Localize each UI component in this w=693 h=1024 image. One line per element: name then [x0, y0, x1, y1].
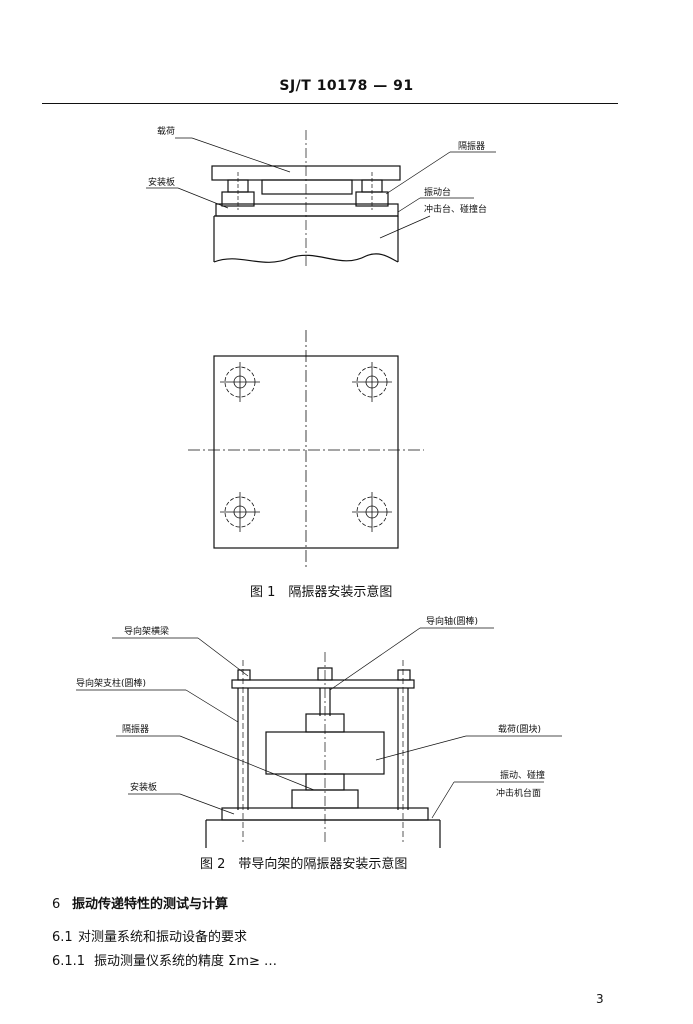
- fig2-label-load: 载荷(圆块): [498, 723, 541, 735]
- fig2-label-isolator: 隔振器: [122, 723, 149, 735]
- section-6-1: 6.1 对测量系统和振动设备的要求: [52, 926, 247, 945]
- figure1-caption: 图 1 隔振器安装示意图: [250, 584, 392, 600]
- page-number: 3: [596, 992, 604, 1006]
- fig1-label-mounting-plate: 安装板: [148, 176, 175, 188]
- fig1-label-load: 载荷: [157, 125, 175, 137]
- section-6-1-1: 6.1.1 振动测量仪系统的精度 Σm≥ …: [52, 950, 277, 969]
- section-6-heading: 6 振动传递特性的测试与计算: [52, 893, 228, 912]
- section-6-number: 6: [52, 897, 61, 912]
- fig2-label-guide-shaft: 导向轴(圆棒): [426, 615, 478, 627]
- header-rule: [42, 103, 618, 104]
- fig2-label-mounting-plate: 安装板: [130, 781, 157, 793]
- fig1-label-vibration-table: 振动台: [424, 186, 451, 198]
- standard-number-header: SJ/T 10178 — 91: [279, 78, 414, 94]
- fig1-hole-bottom-left: [220, 492, 260, 532]
- section-6-1-number: 6.1: [52, 930, 73, 945]
- fig2-label-table-line2: 冲击机台面: [496, 787, 541, 799]
- fig1-hole-top-right: [352, 362, 392, 402]
- fig1-label-isolator: 隔振器: [458, 140, 485, 152]
- fig2-label-table-line1: 振动、碰撞: [500, 769, 545, 781]
- section-6-1-1-number: 6.1.1: [52, 954, 86, 969]
- fig1-hole-top-left: [220, 362, 260, 402]
- fig2-label-guide-beam: 导向架横梁: [124, 625, 169, 637]
- section-6-title: 振动传递特性的测试与计算: [72, 897, 229, 912]
- fig1-hole-bottom-right: [352, 492, 392, 532]
- section-6-1-1-text: 振动测量仪系统的精度 Σm≥ …: [94, 954, 278, 969]
- fig1-label-impact-table: 冲击台、碰撞台: [424, 203, 487, 215]
- figure2-caption: 图 2 带导向架的隔振器安装示意图: [200, 856, 407, 872]
- fig2-label-guide-column: 导向架支柱(圆棒): [76, 677, 146, 689]
- section-6-1-text: 对测量系统和振动设备的要求: [78, 930, 248, 945]
